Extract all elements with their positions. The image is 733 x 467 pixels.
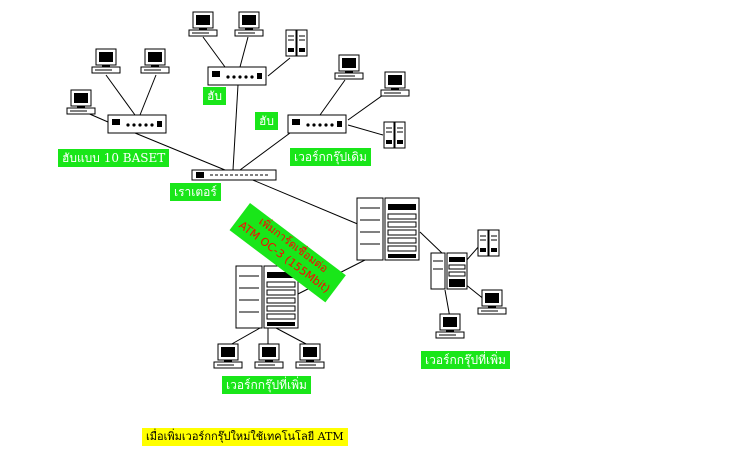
workgroup-new-right-label: เวอร์กกรุ๊ปที่เพิ่ม [421, 351, 510, 369]
pc-icon [477, 289, 507, 315]
pc-icon [254, 343, 284, 369]
pc-icon [140, 48, 170, 74]
router-label: เราเตอร์ [170, 183, 221, 201]
hub-10baset-icon [107, 114, 167, 134]
workgroup-old-label: เวอร์กกรุ๊ปเดิม [290, 148, 371, 166]
pc-icon [295, 343, 325, 369]
server-icon [477, 229, 500, 257]
atm-server-icon [430, 252, 468, 290]
caption: เมื่อเพิ่มเวอร์กกรุ๊ปใหม่ใช้เทคโนโลยี AT… [142, 428, 348, 446]
workgroup-new-left-label: เวอร์กกรุ๊ปที่เพิ่ม [222, 376, 311, 394]
pc-icon [380, 71, 410, 97]
pc-icon [188, 11, 218, 37]
pc-icon [435, 313, 465, 339]
server-icon [383, 121, 406, 149]
hub-top-label: ฮับ [203, 87, 226, 105]
pc-icon [66, 89, 96, 115]
hub-10baset-label: ฮับแบบ 10 BASET [58, 149, 170, 167]
router-icon [191, 169, 277, 181]
server-icon [285, 29, 308, 57]
pc-icon [213, 343, 243, 369]
hub-right-icon [287, 114, 347, 134]
pc-icon [91, 48, 121, 74]
pc-icon [334, 54, 364, 80]
hub-right-label: ฮับ [255, 112, 278, 130]
hub-top-icon [207, 66, 267, 86]
atm-switch-icon [356, 197, 420, 261]
pc-icon [234, 11, 264, 37]
